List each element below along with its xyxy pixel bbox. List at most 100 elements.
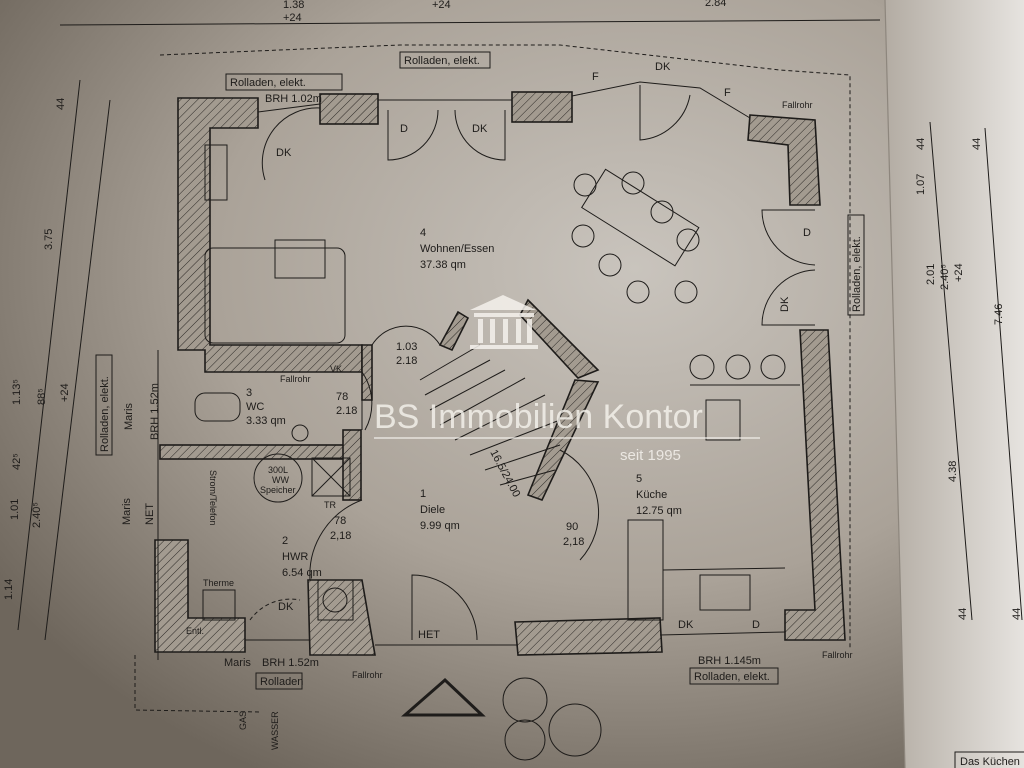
svg-text:88⁵: 88⁵ (36, 388, 48, 405)
svg-text:BRH 1.52m: BRH 1.52m (149, 383, 161, 440)
top-dimensions: 1.38 +24 +24 2.84 (59, 0, 881, 26)
wall-north-pier (319, 93, 379, 125)
svg-text:90: 90 (566, 521, 578, 533)
svg-text:DK: DK (655, 61, 671, 73)
svg-text:3.33 qm: 3.33 qm (246, 415, 286, 427)
svg-text:Wohnen/Essen: Wohnen/Essen (420, 243, 494, 255)
svg-text:Speicher: Speicher (260, 485, 296, 495)
room-wc: 3 WC 3.33 qm (246, 387, 286, 427)
svg-text:1.14: 1.14 (3, 579, 15, 600)
svg-text:Fallrohr: Fallrohr (352, 670, 383, 680)
svg-text:3.75: 3.75 (43, 229, 55, 250)
wall-east (784, 329, 846, 641)
svg-text:6.54 qm: 6.54 qm (282, 567, 322, 579)
svg-text:+24: +24 (432, 0, 451, 11)
svg-text:Rolladen, elekt.: Rolladen, elekt. (694, 671, 770, 683)
svg-text:44: 44 (971, 138, 983, 150)
svg-text:2,18: 2,18 (563, 536, 584, 548)
north-arrow-icon (401, 677, 486, 717)
svg-text:WASSER: WASSER (270, 711, 280, 750)
wall-stair-left (438, 310, 470, 352)
left-dimensions: 44 3.75 1.13⁵ 88⁵ +24 42⁵ 1.01 2.40⁵ 1.1… (3, 79, 111, 641)
svg-text:D: D (752, 619, 760, 631)
svg-text:BRH 1.02m: BRH 1.02m (265, 93, 322, 105)
svg-text:3: 3 (246, 387, 252, 399)
svg-text:Küche: Küche (636, 489, 667, 501)
wall-southwest (154, 539, 246, 653)
wall-north-pier-2 (511, 91, 573, 123)
right-dimensions: 44 1.07 2.01 2.40⁵ +24 4.38 44 44 7.46 4… (915, 121, 1023, 621)
svg-text:44: 44 (1011, 608, 1023, 620)
svg-text:Maris: Maris (123, 403, 135, 430)
svg-text:DK: DK (472, 123, 488, 135)
svg-text:1.01: 1.01 (9, 499, 21, 520)
svg-text:78: 78 (336, 391, 348, 403)
svg-text:1: 1 (420, 488, 426, 500)
svg-text:12.75 qm: 12.75 qm (636, 505, 682, 517)
svg-text:Fallrohr: Fallrohr (782, 100, 813, 110)
svg-text:Rolladen: Rolladen (260, 676, 303, 688)
wall-hwr-east (342, 429, 362, 501)
svg-text:4.38: 4.38 (947, 461, 959, 482)
svg-text:BRH 1.52m: BRH 1.52m (262, 657, 319, 669)
paper-fold-right (885, 0, 1024, 768)
shutter-label: Rolladen, elekt. (230, 77, 306, 89)
svg-text:D: D (803, 227, 811, 239)
svg-text:2: 2 (282, 535, 288, 547)
room-kueche: 5 Küche 12.75 qm (636, 473, 682, 517)
svg-text:DK: DK (779, 296, 791, 312)
svg-text:DK: DK (276, 147, 292, 159)
svg-text:Maris: Maris (224, 657, 251, 669)
svg-text:TR: TR (324, 500, 336, 510)
room-diele: 1 Diele 9.99 qm (420, 488, 460, 532)
svg-text:2.18: 2.18 (336, 405, 357, 417)
svg-text:7.46: 7.46 (993, 304, 1005, 325)
svg-text:2.18: 2.18 (396, 355, 417, 367)
svg-text:9.99 qm: 9.99 qm (420, 520, 460, 532)
svg-text:HET: HET (418, 629, 440, 641)
svg-text:37.38 qm: 37.38 qm (420, 259, 466, 271)
svg-text:5: 5 (636, 473, 642, 485)
svg-text:44: 44 (55, 98, 67, 110)
svg-text:GAS: GAS (238, 711, 248, 730)
svg-text:2.01: 2.01 (925, 264, 937, 285)
svg-text:4: 4 (420, 227, 426, 239)
svg-text:1.38: 1.38 (283, 0, 304, 11)
svg-text:Therme: Therme (203, 578, 234, 588)
plan-lines (134, 44, 851, 761)
svg-text:2,18: 2,18 (330, 530, 351, 542)
walls (154, 91, 846, 656)
svg-text:DK: DK (278, 601, 294, 613)
room-hwr: 2 HWR 6.54 qm (282, 535, 322, 579)
svg-text:42⁵: 42⁵ (11, 453, 23, 470)
svg-text:F: F (592, 71, 599, 83)
svg-text:2.40⁵: 2.40⁵ (939, 264, 951, 290)
temple-logo-icon (470, 295, 538, 349)
wall-stair-east (526, 379, 600, 501)
svg-text:1.03: 1.03 (396, 341, 417, 353)
svg-text:NET: NET (144, 503, 156, 525)
svg-text:WC: WC (246, 401, 264, 413)
fixture-labels: Fallrohr Fallrohr Fallrohr Fallrohr 300L… (186, 100, 853, 750)
svg-text:WW: WW (272, 475, 289, 485)
svg-text:+24: +24 (283, 12, 302, 24)
svg-text:F: F (724, 87, 731, 99)
svg-text:1.13⁵: 1.13⁵ (11, 379, 23, 405)
svg-text:BS Immobilien Kontor: BS Immobilien Kontor (374, 398, 703, 436)
svg-text:Rolladen, elekt.: Rolladen, elekt. (851, 236, 863, 312)
door-labels: DK D DK DK F F D DK DK HET DK D VK TR (276, 61, 811, 641)
svg-text:D: D (400, 123, 408, 135)
note-label: Das Küchen (960, 756, 1020, 768)
svg-text:Diele: Diele (420, 504, 445, 516)
svg-text:+24: +24 (953, 263, 965, 282)
svg-text:DK: DK (678, 619, 694, 631)
svg-text:seit 1995: seit 1995 (620, 447, 681, 464)
svg-text:78: 78 (334, 515, 346, 527)
svg-text:44: 44 (957, 608, 969, 620)
svg-text:BRH 1.145m: BRH 1.145m (698, 655, 761, 667)
svg-text:Strom/Telefon: Strom/Telefon (208, 470, 218, 526)
svg-text:Fallrohr: Fallrohr (280, 374, 311, 384)
svg-text:2.40⁵: 2.40⁵ (31, 502, 43, 528)
svg-text:300L: 300L (268, 465, 288, 475)
